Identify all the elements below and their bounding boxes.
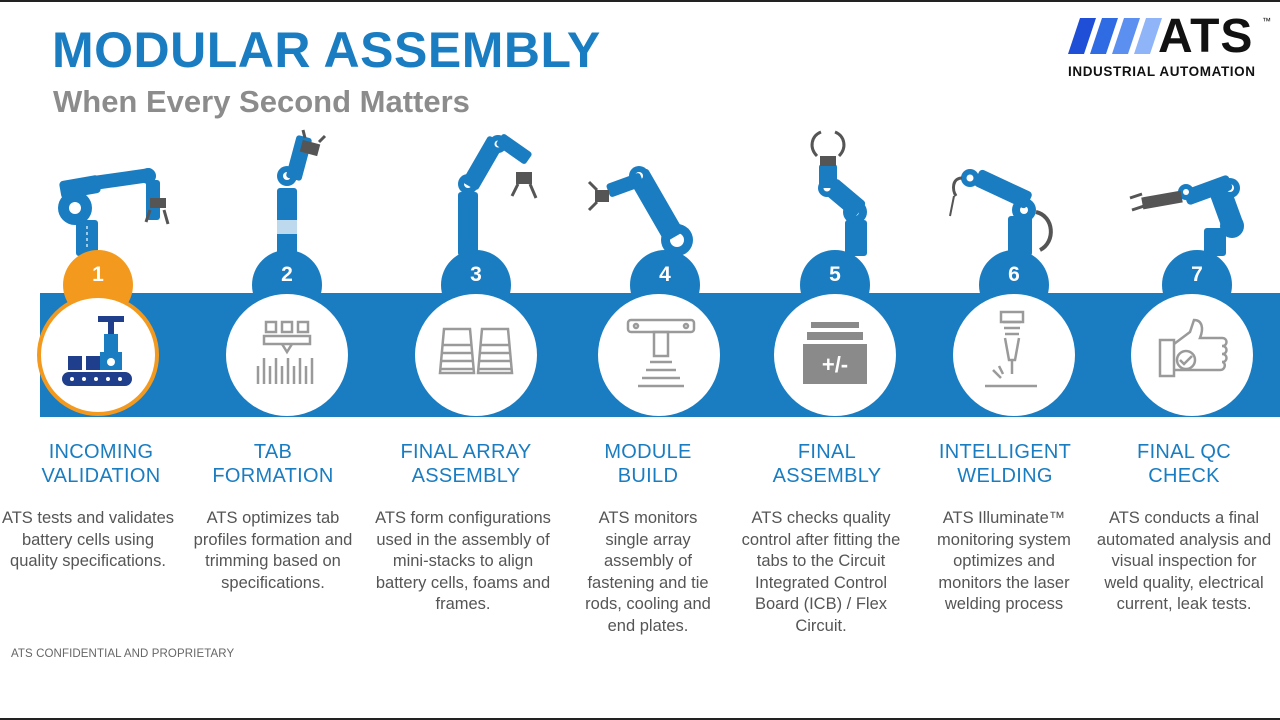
cell-stacks-icon — [438, 327, 514, 375]
step-7-description: ATS conducts a final automated analysis … — [1096, 509, 1272, 613]
thumbs-up-check-icon — [1158, 318, 1228, 378]
step-6-description: ATS Illuminate™ monitoring system optimi… — [937, 509, 1071, 613]
step-4-description: ATS monitors single array assembly of fa… — [585, 509, 711, 635]
logo-tagline: INDUSTRIAL AUTOMATION — [1068, 64, 1256, 79]
laser-welder-icon — [985, 310, 1037, 388]
logo-stripes-icon — [1068, 18, 1162, 54]
logo-trademark: ™ — [1262, 16, 1271, 26]
step-2-description: ATS optimizes tab profiles formation and… — [193, 509, 353, 592]
conveyor-robot-icon — [62, 316, 132, 386]
fastening-tool-icon — [626, 318, 696, 388]
step-1-circle[interactable] — [37, 294, 159, 416]
step-5-description: ATS checks quality control after fitting… — [741, 509, 901, 635]
robot-arm-icon — [277, 129, 327, 256]
confidential-footer: ATS CONFIDENTIAL AND PROPRIETARY — [11, 648, 235, 660]
page-title: MODULAR ASSEMBLY — [52, 22, 601, 78]
svg-text:+/-: +/- — [822, 352, 848, 377]
step-6-circle[interactable] — [953, 294, 1075, 416]
tab-forming-tool-icon — [256, 320, 314, 384]
step-3-circle[interactable] — [415, 294, 537, 416]
robot-arm-icon — [587, 166, 693, 256]
ats-logo: ATS ™ INDUSTRIAL AUTOMATION — [1066, 10, 1272, 80]
robot-arm-icon — [1129, 175, 1244, 256]
step-1-description: ATS tests and validates battery cells us… — [1, 509, 175, 570]
step-3-description: ATS form configurations used in the asse… — [375, 509, 551, 613]
logo-brand: ATS — [1158, 10, 1254, 63]
robot-arm-icon — [458, 134, 538, 256]
robot-arm-icon — [949, 169, 1053, 256]
battery-plus-minus-icon: +/- — [803, 322, 867, 384]
robot-arm-icon — [58, 168, 170, 256]
band-edge — [0, 293, 40, 417]
robot-arm-icon — [810, 130, 867, 256]
step-2-circle[interactable] — [226, 294, 348, 416]
page-subtitle: When Every Second Matters — [53, 84, 470, 119]
